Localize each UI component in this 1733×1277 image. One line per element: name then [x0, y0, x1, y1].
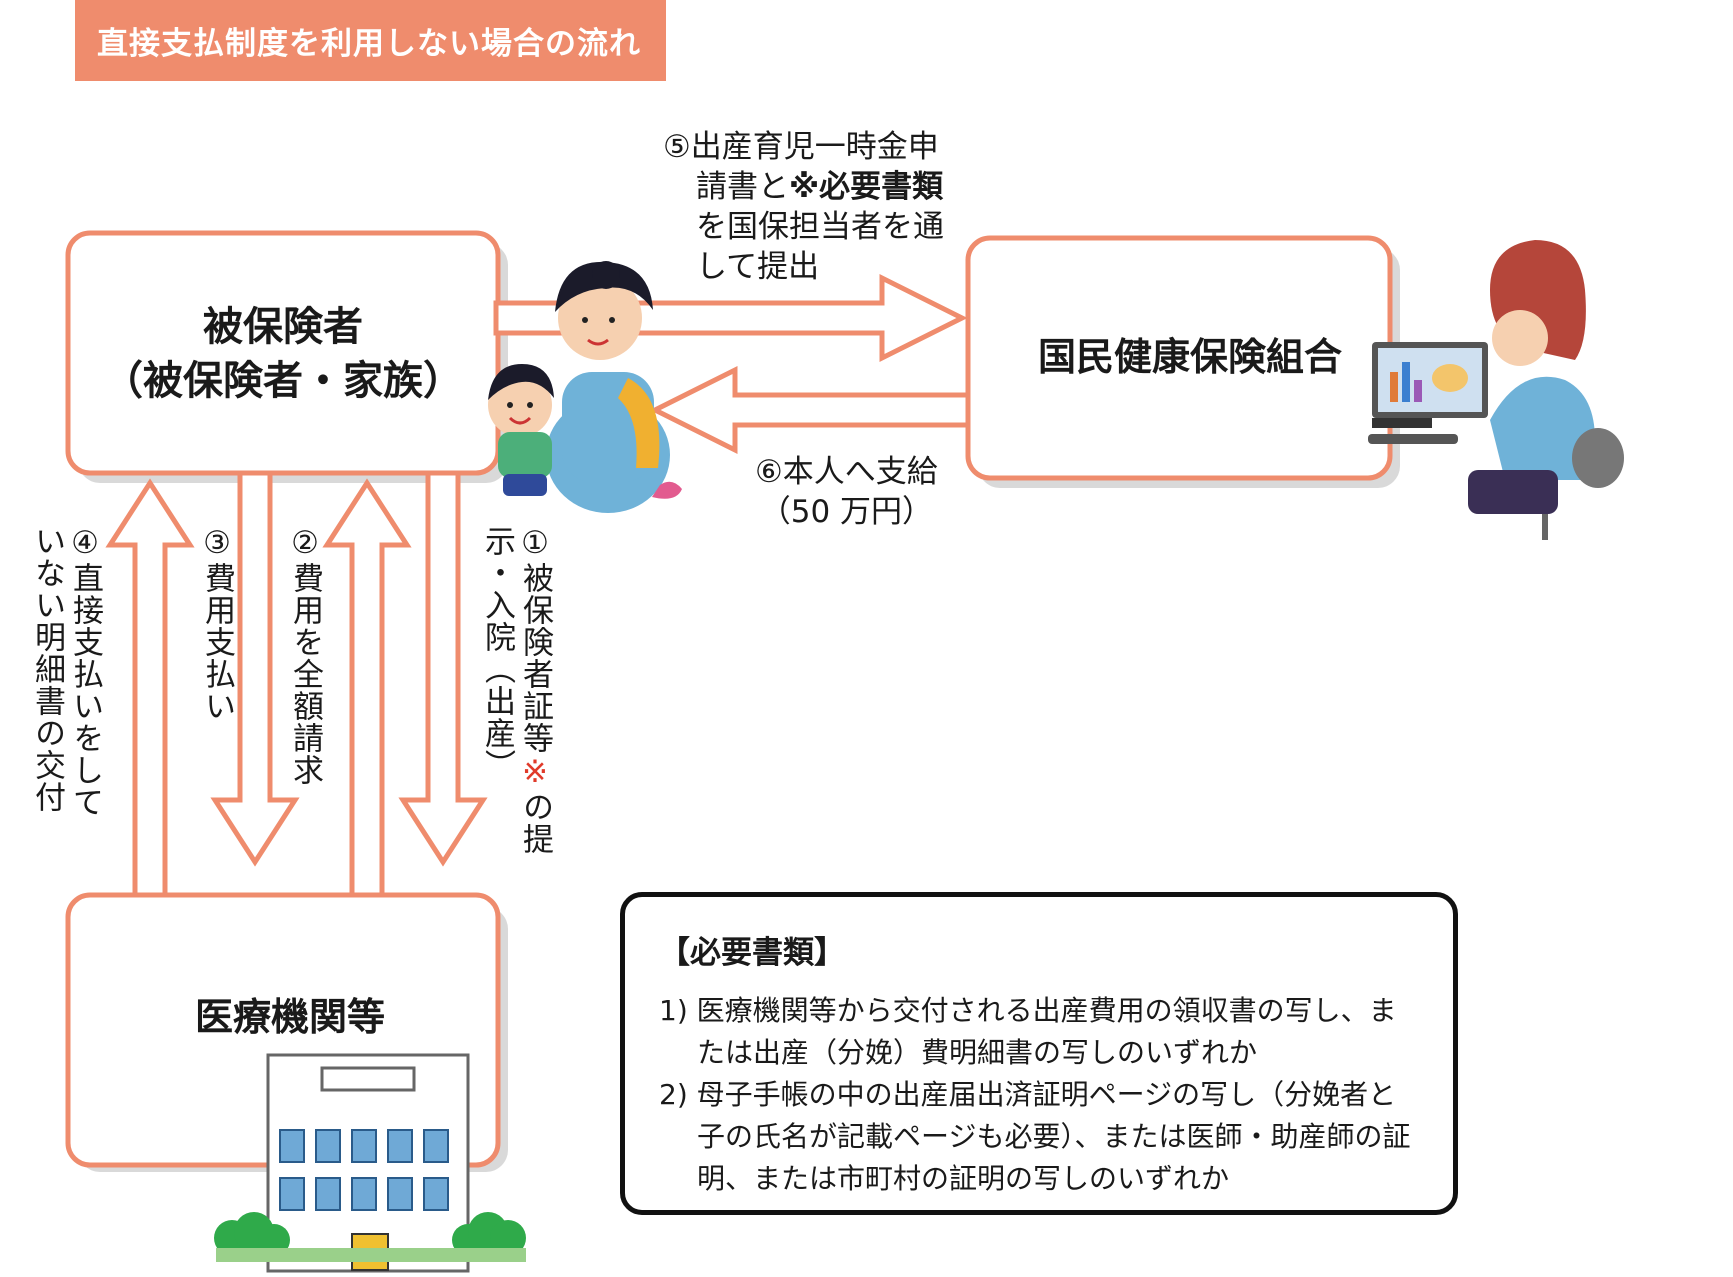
- note-item-1: 1) 医療機関等から交付される出産費用の領収書の写し、または出産（分娩）費明細書…: [659, 994, 1397, 1069]
- step4-text-a: ④直接支払いをしてい: [29, 525, 103, 818]
- union-label: 国民健康保険組合: [1037, 335, 1342, 379]
- step6-line1: ⑥本人へ支給: [755, 454, 938, 490]
- note-item-2: 2) 母子手帳の中の出産届出済証明ページの写し（分娩者と子の氏名が記載ページも必…: [659, 1078, 1411, 1195]
- step6-line2: （50 万円）: [759, 494, 934, 530]
- arrow-step4: [105, 478, 195, 898]
- step5-line2: 請書と※必要書類: [663, 167, 944, 207]
- step5-line2b: ※必要書類: [789, 169, 944, 205]
- step2-label: ②費用を全額請求: [287, 525, 323, 786]
- title-banner: 直接支払制度を利用しない場合の流れ: [75, 0, 666, 81]
- arrow-step5: [493, 273, 968, 363]
- insured-label-line2: （被保険者・家族）: [103, 358, 463, 404]
- step4-text-b: ない明細書の交付: [29, 557, 65, 813]
- insured-label-line1: 被保険者: [203, 304, 363, 350]
- step4-label: ④直接支払いをしていない明細書の交付: [28, 525, 104, 845]
- step1-text-b: の提: [517, 791, 553, 855]
- required-documents-box: 【必要書類】 1) 医療機関等から交付される出産費用の領収書の写し、または出産（…: [620, 892, 1458, 1215]
- step1-text-a: ①被保険者証等: [517, 525, 553, 754]
- step5-line3: を国保担当者を通: [696, 209, 944, 245]
- arrow-step1: [398, 470, 488, 867]
- arrow-step2: [322, 478, 412, 898]
- step5-label: ⑤出産育児一時金申 請書と※必要書類 を国保担当者を通 して提出: [663, 127, 944, 287]
- step5-line4: して提出: [696, 249, 820, 285]
- step1-label: ①被保険者証等※の提示・入院（出産）: [478, 525, 554, 855]
- step5-line1: ⑤出産育児一時金申: [663, 129, 939, 165]
- insured-box: [65, 230, 501, 476]
- step1-text-c: 示・入院（出産）: [479, 525, 515, 781]
- step6-label: ⑥本人へ支給 （50 万円）: [755, 452, 938, 532]
- step5-line2a: 請書と: [696, 169, 789, 205]
- note-title: 【必要書類】: [659, 935, 845, 971]
- insured-label: 被保険者 （被保険者・家族）: [68, 300, 498, 408]
- medical-label: 医療機関等: [194, 995, 385, 1039]
- hospital-building-icon: [214, 1053, 526, 1273]
- step1-mark: ※: [517, 754, 553, 791]
- arrow-step6: [649, 365, 971, 455]
- mother-child-icon: [488, 261, 682, 513]
- office-worker-icon: [1368, 240, 1624, 540]
- step3-label: ③費用支払い: [199, 525, 235, 722]
- arrow-step3: [210, 470, 300, 867]
